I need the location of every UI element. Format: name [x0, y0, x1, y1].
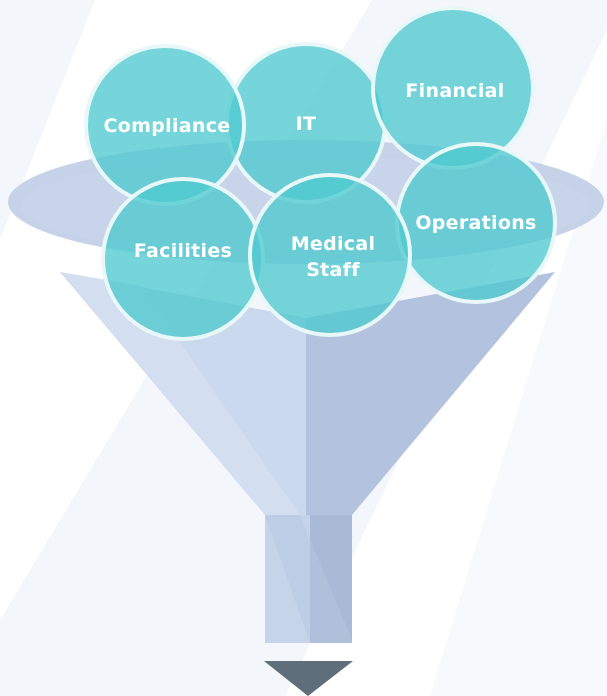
bubble-compliance-label: Compliance: [104, 115, 231, 137]
bubble-operations: Operations: [395, 142, 557, 304]
bubble-it-label: IT: [296, 113, 317, 135]
bubble-facilities-label: Facilities: [134, 240, 232, 262]
output-arrow-icon: [264, 661, 353, 696]
funnel-cone-right: [306, 272, 555, 515]
bubble-medical-label-line1: Medical: [291, 233, 376, 255]
bubble-facilities: Facilities: [101, 177, 265, 341]
funnel-spout-shade: [265, 515, 352, 643]
bubble-financial: Financial: [371, 6, 535, 170]
bubble-medical-staff: Medical Staff: [248, 173, 412, 337]
background-stripe-right: [430, 120, 607, 696]
bubble-financial-label: Financial: [405, 80, 504, 102]
background-stripe-left: [0, 0, 95, 240]
bubble-operations-label: Operations: [415, 212, 536, 234]
funnel-cone-shade: [60, 272, 300, 515]
bubble-medical-label-line2: Staff: [306, 259, 360, 281]
